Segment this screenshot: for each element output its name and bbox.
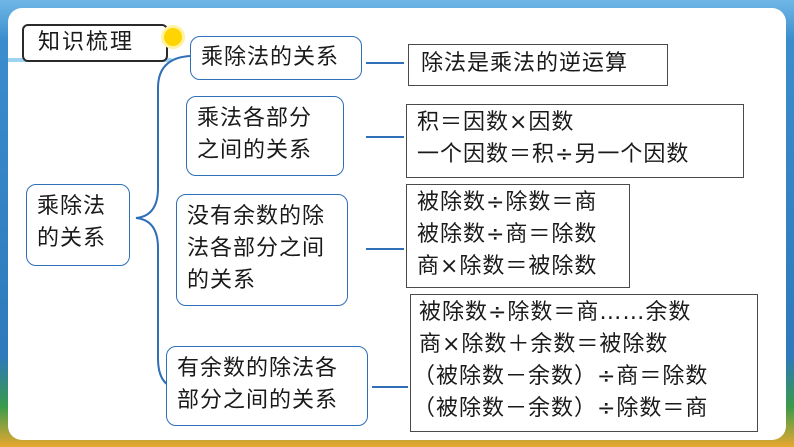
root-label-line1: 乘除法 xyxy=(37,194,107,219)
branch-4-content-line3: （被除数－余数）÷商＝除数 xyxy=(413,364,709,389)
root-node: 乘除法 的关系 xyxy=(26,184,130,266)
branch-2-label-line2: 之间的关系 xyxy=(197,138,313,163)
branch-1-content: 除法是乘法的逆运算 xyxy=(408,44,668,86)
branch-1-link xyxy=(366,62,404,64)
title-tab: 知识梳理 xyxy=(22,24,182,62)
branch-4-link xyxy=(372,386,408,388)
sun-icon xyxy=(164,28,182,46)
branch-4-label-line2: 部分之间的关系 xyxy=(177,388,339,413)
branch-4-content-line2: 商×除数＋余数＝被除数 xyxy=(419,332,669,357)
branch-2-link xyxy=(366,136,404,138)
branch-2-label-line1: 乘法各部分 xyxy=(197,106,313,131)
branch-2-content: 积＝因数×因数 一个因数＝积÷另一个因数 xyxy=(406,104,744,178)
branch-1-content-line1: 除法是乘法的逆运算 xyxy=(421,51,629,76)
branch-2-content-line1: 积＝因数×因数 xyxy=(417,110,575,135)
content-panel: 知识梳理 乘除法 的关系 乘除法的关系 除法是乘法的逆运算 乘法各部分 之间的关… xyxy=(8,8,786,440)
brace-path xyxy=(135,55,191,389)
branch-4-content-line1: 被除数÷除数＝商……余数 xyxy=(419,300,692,325)
root-label-line2: 的关系 xyxy=(37,226,107,251)
branch-4-label-line1: 有余数的除法各 xyxy=(177,356,339,381)
branch-3-label-line3: 的关系 xyxy=(187,268,257,293)
branch-4-content: 被除数÷除数＝商……余数 商×除数＋余数＝被除数 （被除数－余数）÷商＝除数 （… xyxy=(410,294,758,432)
branch-node-2: 乘法各部分 之间的关系 xyxy=(186,96,344,176)
branch-3-label-line2: 法各部分之间 xyxy=(187,236,326,261)
page-title: 知识梳理 xyxy=(38,30,135,55)
branch-3-content-line2: 被除数÷商＝除数 xyxy=(417,222,598,247)
branch-3-link xyxy=(366,248,404,250)
branch-3-label-line1: 没有余数的除 xyxy=(187,204,326,229)
branch-node-1: 乘除法的关系 xyxy=(190,36,362,80)
branch-4-content-line4: （被除数－余数）÷除数＝商 xyxy=(413,396,709,421)
branch-1-label: 乘除法的关系 xyxy=(201,45,340,70)
branch-3-content: 被除数÷除数＝商 被除数÷商＝除数 商×除数＝被除数 xyxy=(406,184,630,288)
branch-3-content-line1: 被除数÷除数＝商 xyxy=(417,190,598,215)
brace-connector xyxy=(135,55,191,389)
branch-node-4: 有余数的除法各 部分之间的关系 xyxy=(166,346,368,426)
branch-node-3: 没有余数的除 法各部分之间 的关系 xyxy=(176,194,348,306)
branch-2-content-line2: 一个因数＝积÷另一个因数 xyxy=(417,142,690,167)
branch-3-content-line3: 商×除数＝被除数 xyxy=(417,254,598,279)
